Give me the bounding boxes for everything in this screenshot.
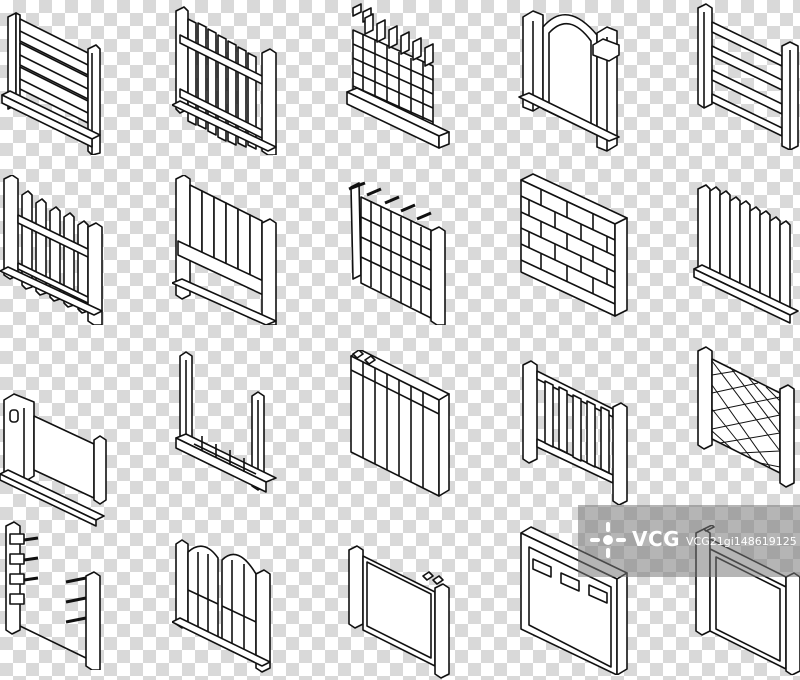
bar-railing-icon <box>515 355 665 505</box>
watermark: VCG VCG21gi148619125 <box>578 505 800 577</box>
vertical-plank-fence-icon <box>345 350 495 500</box>
gate-with-lock-icon <box>0 380 150 530</box>
vertical-slat-fence-icon <box>690 175 800 325</box>
double-gate-icon <box>172 530 322 680</box>
post-and-rail-fence-icon <box>690 0 800 150</box>
watermark-brand: VCG <box>632 527 681 551</box>
barbed-post-fence-icon <box>0 520 150 670</box>
brick-wall-icon <box>515 170 665 320</box>
mesh-fence-icon <box>690 345 800 495</box>
vertical-board-fence-icon <box>172 175 322 325</box>
picket-fence-icon <box>0 175 150 325</box>
vcg-logo-icon <box>590 522 626 558</box>
arched-gate-icon <box>515 5 665 155</box>
post-frame-icon <box>172 350 322 500</box>
horizontal-slat-fence-icon <box>0 5 150 155</box>
brick-fence-section-icon <box>345 0 495 150</box>
solid-panel-fence-icon <box>345 530 495 680</box>
wooden-picket-fence-icon <box>172 5 322 155</box>
watermark-id: VCG21gi148619125 <box>686 535 797 548</box>
spiked-grid-fence-icon <box>345 175 495 325</box>
